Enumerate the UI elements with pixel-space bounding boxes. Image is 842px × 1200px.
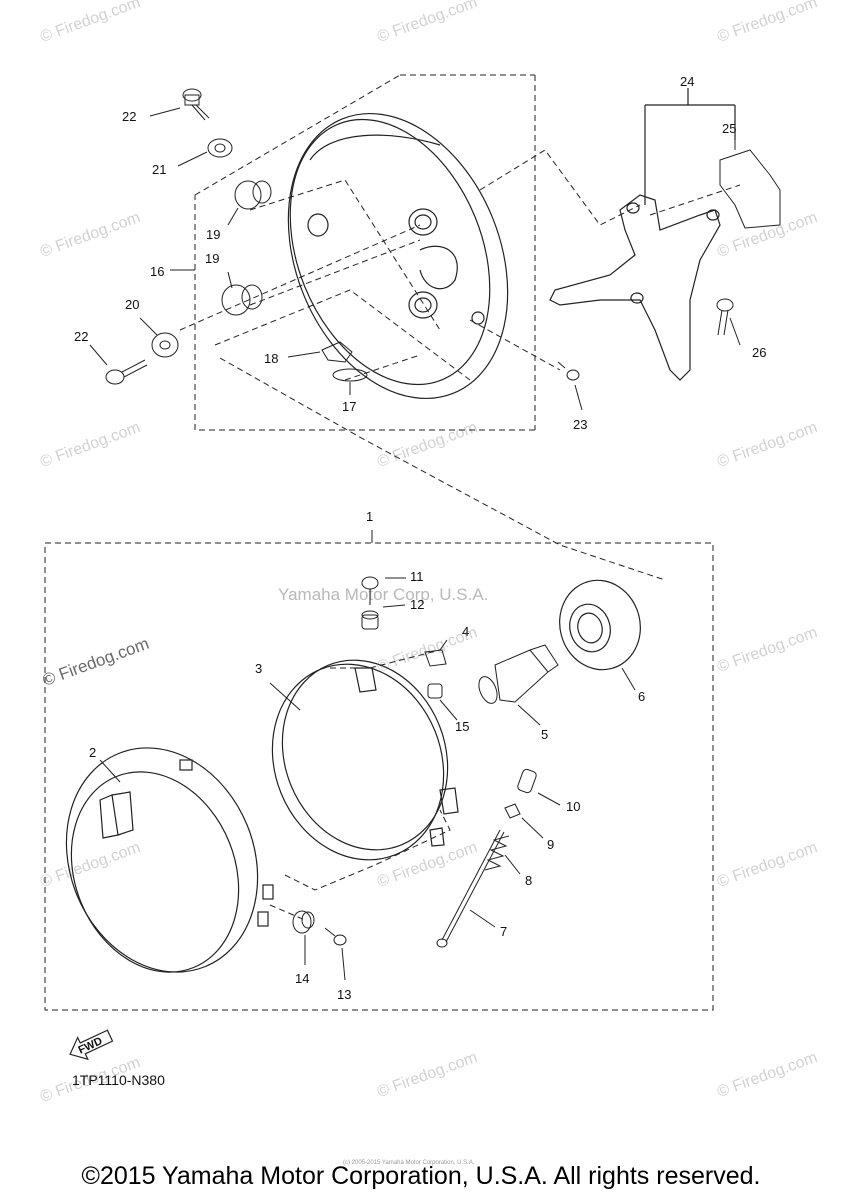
screw-13	[324, 927, 347, 946]
fwd-arrow-icon: FWD	[69, 1029, 114, 1061]
screw-23	[557, 361, 580, 381]
spring-8	[484, 835, 510, 871]
upper-kit-box	[179, 74, 741, 431]
label-leaders	[89, 107, 741, 981]
part-label-8: 8	[525, 873, 533, 888]
part-label-24: 24	[680, 74, 695, 89]
part-label-21: 21	[152, 162, 167, 177]
part-label-26: 26	[752, 345, 767, 360]
screw-11	[361, 576, 379, 605]
part-label-17: 17	[342, 399, 357, 414]
part-label-18: 18	[264, 351, 279, 366]
bolt-22-top	[182, 88, 210, 121]
nut-4	[424, 649, 447, 667]
part-label-22: 22	[74, 329, 89, 344]
copyright-footer: ©2015 Yamaha Motor Corporation, U.S.A. A…	[81, 1162, 761, 1190]
diagram-code: 1TP1110-N380	[72, 1072, 165, 1088]
part-label-16: 16	[150, 264, 165, 279]
adjusting-bolt-7	[436, 829, 505, 948]
tiny-copyright-note: (c) 2005-2015 Yamaha Motor Corporation, …	[343, 1160, 475, 1166]
bolt-22-bottom	[105, 359, 148, 385]
part-label-14: 14	[295, 971, 310, 986]
part-label-20: 20	[125, 297, 140, 312]
lens-unit	[271, 659, 459, 861]
center-watermark: Yamaha Motor Corp, U.S.A.	[278, 585, 489, 604]
lower-kit-box	[44, 357, 714, 1011]
bolt-26	[716, 298, 734, 336]
cushion-17	[332, 368, 368, 382]
fwd-text: FWD	[77, 1035, 105, 1056]
grommet-14	[292, 910, 315, 934]
part-label-10: 10	[566, 799, 581, 814]
collar-21	[207, 138, 233, 158]
part-label-3: 3	[255, 661, 263, 676]
part-label-19: 19	[206, 227, 221, 242]
part-label-11: 11	[410, 569, 424, 584]
part-label-4: 4	[462, 624, 470, 639]
bulb-cover-6	[559, 579, 641, 671]
part-label-1: 1	[366, 509, 374, 524]
part-label-9: 9	[547, 837, 555, 852]
part-label-13: 13	[337, 987, 352, 1002]
nut-15	[427, 683, 443, 699]
part-label-7: 7	[500, 924, 508, 939]
bracket-plate	[719, 135, 781, 229]
bulb-5	[478, 644, 559, 704]
part-label-2: 2	[89, 745, 97, 760]
part-label-19: 19	[205, 251, 220, 266]
headlight-bracket	[549, 88, 736, 381]
part-label-12: 12	[410, 597, 425, 612]
nut-9	[504, 803, 521, 819]
part-label-15: 15	[455, 719, 470, 734]
part-label-22: 22	[122, 109, 137, 124]
headlight-case	[287, 112, 509, 400]
part-label-5: 5	[541, 727, 549, 742]
headlight-rim	[65, 747, 274, 973]
grommet-19-top	[234, 180, 272, 210]
cap-10	[517, 768, 537, 794]
collar-20	[151, 332, 179, 358]
nut-12	[361, 610, 379, 630]
part-label-23: 23	[573, 417, 588, 432]
part-label-25: 25	[722, 121, 737, 136]
clip-18	[321, 341, 353, 363]
part-label-6: 6	[638, 689, 646, 704]
grommet-19-bottom	[221, 284, 263, 316]
